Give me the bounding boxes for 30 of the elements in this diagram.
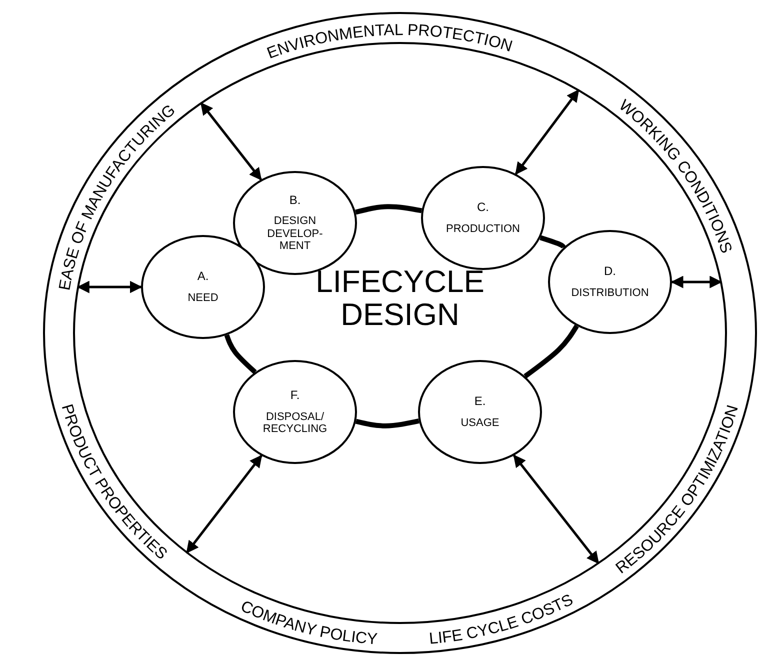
stage-name: PRODUCTION	[446, 222, 520, 235]
stage-circle	[548, 230, 672, 334]
stage-name: DESIGN DEVELOP- MENT	[266, 215, 324, 252]
stage-letter: C.	[477, 201, 489, 215]
stage-name: DISTRIBUTION	[571, 286, 649, 299]
stage-circle	[421, 166, 545, 270]
stage-name: USAGE	[460, 416, 500, 429]
double-arrow	[513, 454, 600, 564]
stage-name: NEED	[188, 292, 218, 304]
center-title: LIFECYCLE DESIGN	[314, 266, 486, 332]
criteria-ring	[42, 11, 758, 655]
double-arrow	[200, 102, 262, 181]
connector-line	[540, 235, 566, 249]
double-arrow	[76, 280, 142, 294]
stage-letter: D.	[604, 265, 616, 279]
connector-line	[524, 324, 579, 378]
connector-line	[224, 334, 257, 374]
connector-line	[355, 204, 422, 215]
stage-letter: B.	[289, 194, 301, 208]
stage-circle	[141, 235, 265, 339]
stage-letter: F.	[290, 389, 300, 402]
stage-letter: E.	[474, 395, 486, 409]
double-arrow	[186, 454, 262, 554]
connector-line	[355, 418, 420, 428]
stage-circle	[233, 360, 357, 464]
stage-circle	[418, 360, 542, 464]
stage-letter: A.	[197, 270, 209, 284]
double-arrow	[670, 276, 722, 288]
double-arrow	[514, 89, 580, 175]
stage-name: DISPOSAL/ RECYCLING	[262, 410, 328, 435]
